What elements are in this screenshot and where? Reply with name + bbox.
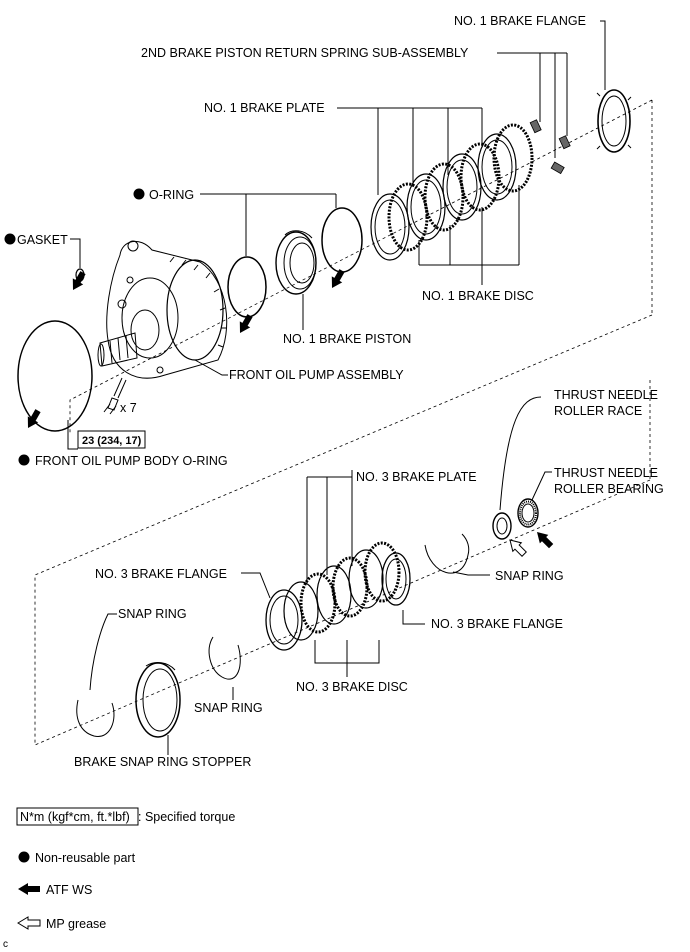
label-brake-snap-ring-stopper: BRAKE SNAP RING STOPPER	[74, 755, 251, 769]
label-snap-ring-right: SNAP RING	[495, 569, 564, 583]
legend-mp-grease-arrow	[17, 916, 41, 930]
snap-ring-middle-part	[208, 636, 241, 680]
no1-brake-plate-disc-stack	[370, 123, 534, 261]
non-reusable-dot-o-ring	[133, 188, 145, 200]
non-reusable-dot-pump-o-ring	[18, 454, 30, 466]
legend-non-reusable-text: Non-reusable part	[35, 851, 136, 865]
label-gasket: GASKET	[17, 233, 68, 247]
label-bolt-qty: x 7	[120, 401, 137, 415]
o-ring-large-part	[321, 207, 363, 273]
label-no3-brake-plate: NO. 3 BRAKE PLATE	[356, 470, 477, 484]
label-no3-brake-flange-right: NO. 3 BRAKE FLANGE	[431, 617, 563, 631]
o-ring-small-part	[227, 256, 267, 318]
label-front-oil-pump-assembly: FRONT OIL PUMP ASSEMBLY	[229, 368, 404, 382]
no1-brake-piston-part	[275, 230, 317, 295]
label-snap-ring-middle: SNAP RING	[194, 701, 263, 715]
legend-torque-text: : Specified torque	[138, 810, 235, 824]
legend-non-reusable-dot	[18, 851, 30, 863]
lower-leader-lines	[89, 396, 552, 755]
label-no1-brake-plate: NO. 1 BRAKE PLATE	[204, 101, 325, 115]
no1-brake-flange-part	[596, 89, 632, 153]
thrust-needle-roller-bearing-part	[517, 498, 539, 528]
mp-grease-arrow-race	[509, 539, 527, 557]
front-oil-pump-body-o-ring-part	[17, 320, 93, 432]
label-thrust-race-line2: ROLLER RACE	[554, 404, 642, 418]
non-reusable-dot-gasket	[4, 233, 16, 245]
no3-brake-plate-disc-stack	[265, 541, 411, 651]
atf-ws-arrow-bearing	[537, 532, 554, 549]
label-thrust-race-line1: THRUST NEEDLE	[554, 388, 658, 402]
label-front-oil-pump-body-o-ring: FRONT OIL PUMP BODY O-RING	[35, 454, 228, 468]
pump-bolt-part	[103, 377, 127, 415]
label-no1-brake-disc: NO. 1 BRAKE DISC	[422, 289, 534, 303]
brake-snap-ring-stopper-part	[135, 662, 181, 738]
label-no3-brake-flange-left: NO. 3 BRAKE FLANGE	[95, 567, 227, 581]
upper-leader-lines	[67, 20, 606, 450]
label-no3-brake-disc: NO. 3 BRAKE DISC	[296, 680, 408, 694]
legend: N*m (kgf*cm, ft.*lbf) : Specified torque…	[3, 807, 235, 950]
piston-return-spring-part	[529, 119, 571, 175]
snap-ring-right-part	[424, 533, 470, 574]
label-snap-ring-left: SNAP RING	[118, 607, 187, 621]
label-thrust-bearing-line2: ROLLER BEARING	[554, 482, 664, 496]
assembly-boundary-dashed	[34, 99, 653, 746]
label-no1-brake-flange: NO. 1 BRAKE FLANGE	[454, 14, 586, 28]
torque-spec-box	[77, 430, 146, 449]
legend-mp-grease-text: MP grease	[46, 917, 106, 931]
legend-atf-text: ATF WS	[46, 883, 92, 897]
corner-code: c	[3, 939, 8, 950]
label-piston-return-spring: 2ND BRAKE PISTON RETURN SPRING SUB-ASSEM…	[141, 46, 469, 60]
atf-ws-arrow-gasket	[72, 271, 86, 290]
atf-ws-arrow-o-ring-large	[331, 269, 345, 288]
label-o-ring: O-RING	[149, 188, 194, 202]
atf-ws-arrow-o-ring-small	[239, 314, 253, 333]
atf-ws-arrow-pump-o-ring	[27, 409, 41, 428]
label-no1-brake-piston: NO. 1 BRAKE PISTON	[283, 332, 411, 346]
label-thrust-bearing-line1: THRUST NEEDLE	[554, 466, 658, 480]
legend-torque-box	[16, 807, 139, 826]
label-torque-spec: 23 (234, 17)	[82, 435, 142, 447]
legend-atf-arrow	[18, 883, 40, 895]
front-oil-pump-assembly-part	[97, 240, 228, 379]
legend-torque-box-text: N*m (kgf*cm, ft.*lbf)	[20, 810, 130, 824]
snap-ring-left-part	[76, 699, 115, 737]
thrust-needle-roller-race-part	[492, 512, 512, 540]
